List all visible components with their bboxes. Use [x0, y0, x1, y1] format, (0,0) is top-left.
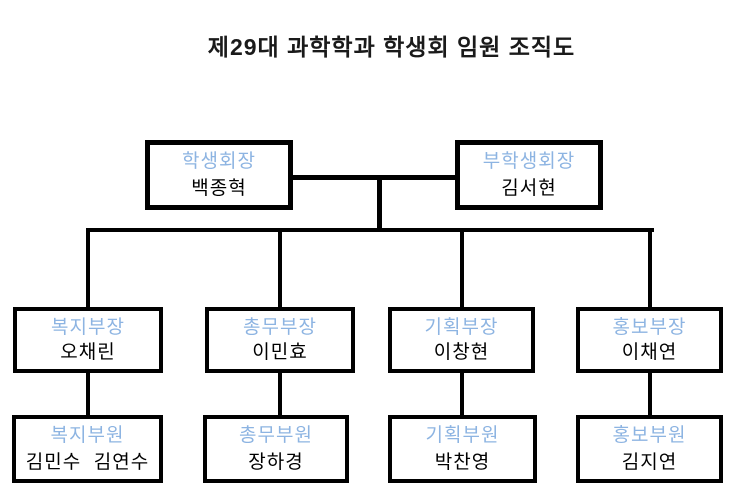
- box-general-head: 총무부장 이민효: [205, 307, 355, 373]
- name-label: 장하경: [248, 451, 304, 473]
- connector-general-member: [278, 371, 282, 417]
- role-label: 기획부장: [424, 316, 499, 338]
- name-label: 백종혁: [191, 177, 247, 199]
- box-vice-president: 부학생회장 김서현: [455, 140, 603, 210]
- role-label: 홍보부장: [612, 316, 687, 338]
- box-welfare-head: 복지부장 오채린: [13, 307, 163, 373]
- connector-drop-welfare: [86, 228, 90, 310]
- role-label: 총무부장: [243, 316, 317, 338]
- connector-drop-general: [278, 228, 282, 310]
- name-label: 이창현: [433, 342, 490, 364]
- role-label: 기획부원: [425, 425, 500, 447]
- connector-drop-planning: [460, 228, 464, 310]
- box-welfare-members: 복지부원 김민수 김연수: [12, 415, 163, 483]
- box-planning-members: 기획부원 박찬영: [388, 415, 537, 483]
- connector-center-vertical: [377, 175, 382, 232]
- role-label: 학생회장: [182, 151, 256, 173]
- box-planning-head: 기획부장 이창현: [388, 307, 535, 373]
- connector-distribution-bar: [86, 228, 654, 232]
- box-general-members: 총무부원 장하경: [203, 415, 349, 483]
- chart-title: 제29대 과학학과 학생회 임원 조직도: [207, 34, 576, 60]
- connector-planning-member: [460, 371, 464, 417]
- name-label: 김민수 김연수: [25, 451, 150, 473]
- name-label: 이채연: [621, 342, 678, 364]
- connector-exec-horizontal: [293, 175, 457, 180]
- role-label: 홍보부원: [612, 425, 687, 447]
- box-president: 학생회장 백종혁: [145, 140, 293, 210]
- name-label: 박찬영: [434, 451, 491, 473]
- name-label: 오채린: [60, 342, 116, 364]
- name-label: 김지연: [621, 451, 678, 473]
- connector-drop-pr: [648, 228, 652, 310]
- connector-welfare-member: [86, 371, 90, 417]
- role-label: 복지부장: [51, 316, 125, 338]
- box-pr-head: 홍보부장 이채연: [576, 307, 723, 373]
- connector-pr-member: [648, 371, 652, 417]
- role-label: 총무부원: [239, 425, 313, 447]
- name-label: 이민효: [252, 342, 308, 364]
- role-label: 부학생회장: [482, 151, 576, 173]
- box-pr-members: 홍보부원 김지연: [576, 415, 723, 483]
- role-label: 복지부원: [50, 425, 125, 447]
- name-label: 김서현: [501, 177, 557, 199]
